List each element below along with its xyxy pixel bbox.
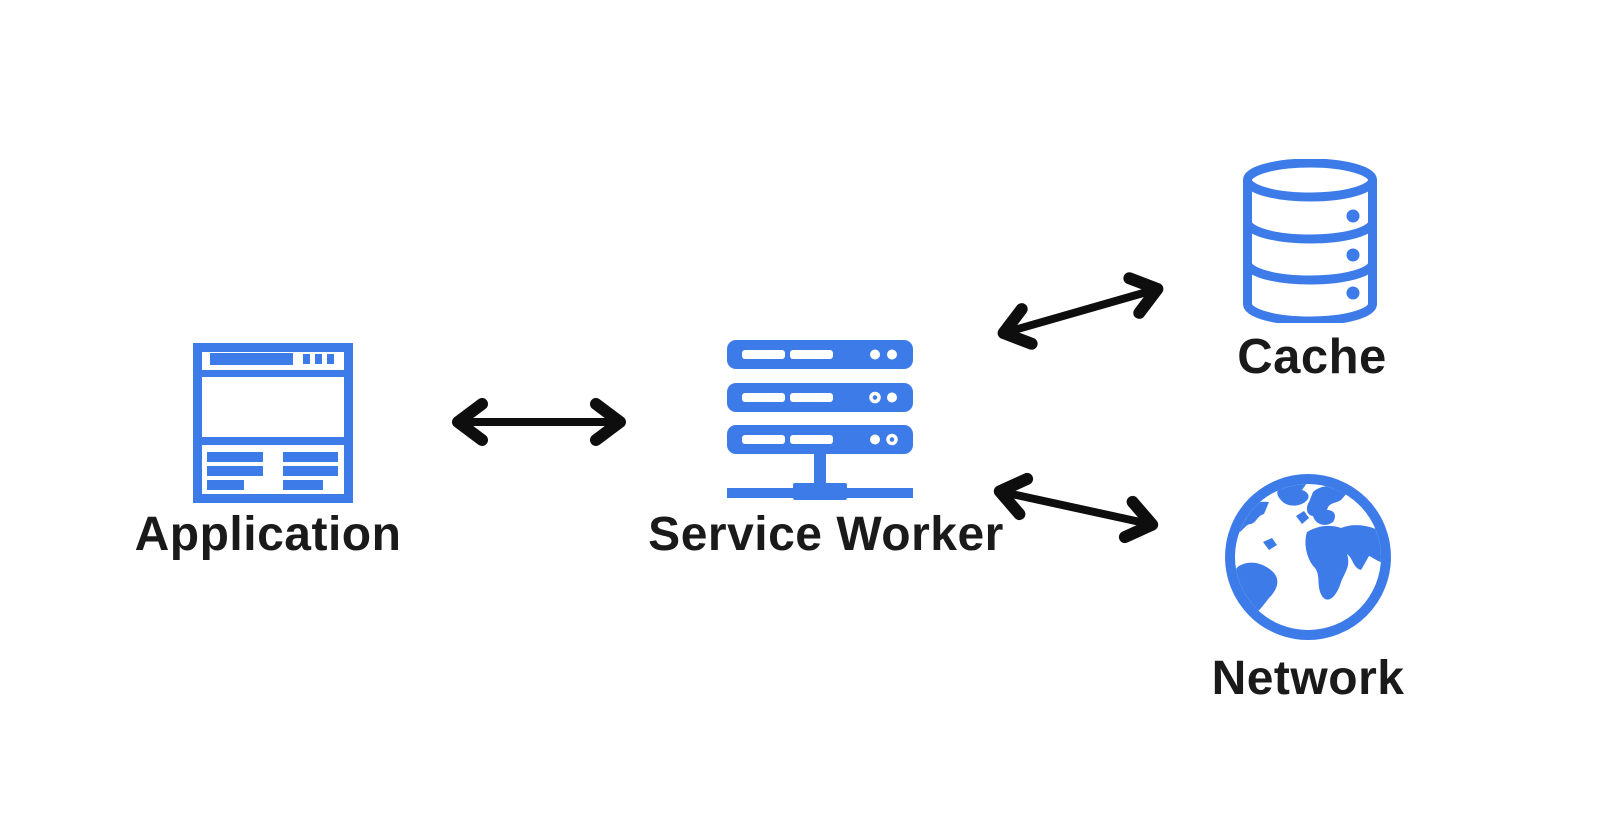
service-worker-label: Service Worker (648, 508, 1004, 561)
browser-window-icon (193, 343, 353, 503)
serviceworker-cache-bidirectional-arrow-icon (988, 266, 1173, 356)
globe-icon (1223, 472, 1393, 642)
server-rack-icon (727, 340, 913, 502)
app-serviceworker-bidirectional-arrow-icon (448, 392, 630, 452)
application-label: Application (134, 508, 402, 561)
serviceworker-network-bidirectional-arrow-icon (984, 462, 1169, 554)
cache-label: Cache (1237, 330, 1387, 384)
network-label: Network (1211, 652, 1405, 705)
database-cylinder-icon (1243, 159, 1377, 323)
